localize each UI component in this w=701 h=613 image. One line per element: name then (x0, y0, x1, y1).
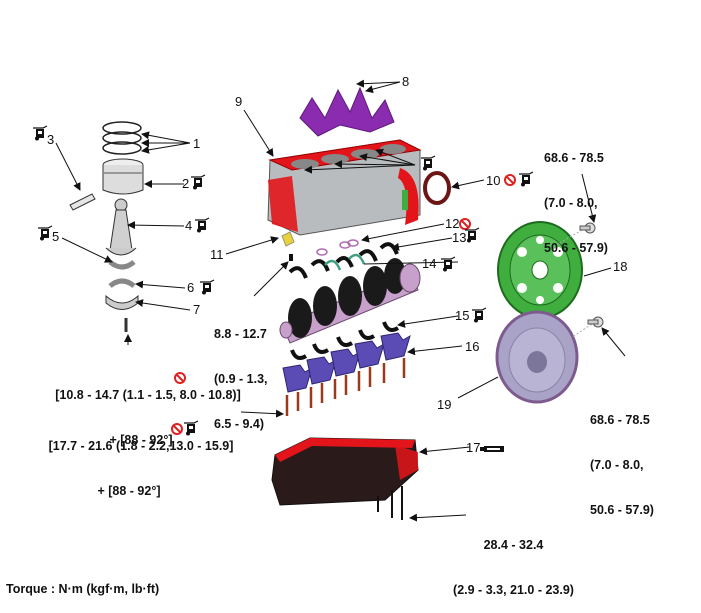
oil-can-icon (471, 307, 487, 324)
torque-line: [10.8 - 14.7 (1.1 - 1.5, 8.0 - 10.8)] (55, 388, 241, 402)
callout-12: 12 (445, 216, 460, 231)
crankshaft (279, 258, 421, 344)
conrod-cap (105, 294, 139, 332)
callout-5: 5 (52, 229, 60, 244)
oil-jet (281, 231, 295, 261)
torque-drive-plate-bolt: 68.6 - 78.5 (7.0 - 8.0, 50.6 - 57.9) (544, 121, 608, 271)
torque-line: (2.9 - 3.3, 21.0 - 23.9) (453, 583, 574, 597)
callout-6: 6 (187, 280, 195, 295)
callout-18: 18 (613, 259, 628, 274)
sealant-tube-icon (480, 446, 504, 452)
torque-line: (7.0 - 8.0, (544, 196, 598, 210)
torque-line: 50.6 - 57.9) (590, 503, 654, 517)
oil-can-icon (518, 171, 534, 188)
callout-15: 15 (455, 308, 470, 323)
callout-3: 3 (47, 132, 55, 147)
oil-pan-bolts (377, 486, 403, 520)
torque-line: 68.6 - 78.5 (590, 413, 650, 427)
torque-units-footer: Torque : N·m (kgf·m, lb·ft) (6, 582, 160, 596)
torque-oil-pan-bolt: 28.4 - 32.4 (2.9 - 3.3, 21.0 - 23.9) (446, 508, 581, 613)
piston-rings (102, 121, 142, 155)
thrust-bearings (324, 253, 366, 271)
conrod-bearings (108, 259, 136, 289)
callout-16: 16 (465, 339, 480, 354)
callout-11: 11 (210, 247, 224, 262)
oil-can-icon (440, 256, 456, 273)
torque-line: 6.5 - 9.4) (214, 417, 265, 431)
torque-oil-jet-bolt: 8.8 - 12.7 (0.9 - 1.3, 6.5 - 9.4) (214, 297, 268, 447)
torque-main-cap-bolt: [17.7 - 21.6 (1.8 - 2.2,13.0 - 15.9] + [… (36, 409, 246, 514)
piston-pin (69, 193, 96, 211)
oil-can-icon (194, 217, 210, 234)
callout-7: 7 (193, 302, 201, 317)
main-bearing-caps (282, 332, 411, 393)
callout-9: 9 (235, 94, 243, 109)
drive-plate-bolt (579, 222, 596, 234)
callout-2: 2 (182, 176, 190, 191)
upper-main-bearings (288, 242, 399, 279)
oil-can-icon (32, 125, 48, 142)
piston (102, 158, 144, 195)
torque-line: + [88 - 92°] (97, 484, 161, 498)
callout-14: 14 (422, 256, 437, 271)
drive-plate (497, 221, 583, 319)
callout-17: 17 (466, 440, 481, 455)
torque-line: 28.4 - 32.4 (483, 538, 544, 552)
oil-can-icon (37, 225, 53, 242)
torque-flywheel-bolt: 68.6 - 78.5 (7.0 - 8.0, 50.6 - 57.9) (590, 383, 654, 533)
o-rings (316, 239, 359, 256)
torque-conrod-bolt: [10.8 - 14.7 (1.1 - 1.5, 8.0 - 10.8)] + … (28, 358, 268, 463)
flywheel (495, 310, 579, 404)
oil-can-icon (420, 155, 436, 172)
no-reuse-icon (504, 174, 516, 186)
callout-13: 13 (452, 230, 467, 245)
callout-19: 19 (437, 397, 452, 412)
oil-can-icon (190, 174, 206, 191)
callout-4: 4 (185, 218, 193, 233)
torque-line: + [88 - 92°] (109, 433, 173, 447)
main-cap-bolts (285, 358, 406, 416)
rear-oil-seal (423, 171, 451, 205)
oil-can-icon (464, 227, 480, 244)
torque-line: (0.9 - 1.3, (214, 372, 268, 386)
no-reuse-icon (459, 218, 471, 230)
flywheel-bolt (587, 316, 604, 328)
leader-lines (55, 79, 626, 522)
callout-8: 8 (402, 74, 410, 89)
connecting-rod (105, 198, 137, 256)
callout-10: 10 (486, 173, 501, 188)
torque-line: 68.6 - 78.5 (544, 151, 604, 165)
torque-line: 50.6 - 57.9) (544, 241, 608, 255)
lower-main-bearings (290, 321, 400, 360)
cylinder-block (267, 139, 422, 236)
torque-line: (7.0 - 8.0, (590, 458, 644, 472)
torque-line: 8.8 - 12.7 (214, 327, 267, 341)
callout-1: 1 (193, 136, 201, 151)
water-jacket-separator (299, 86, 395, 137)
oil-pan-upper (271, 437, 419, 506)
torque-line: [17.7 - 21.6 (1.8 - 2.2,13.0 - 15.9] (48, 439, 234, 453)
oil-can-icon (199, 279, 215, 296)
